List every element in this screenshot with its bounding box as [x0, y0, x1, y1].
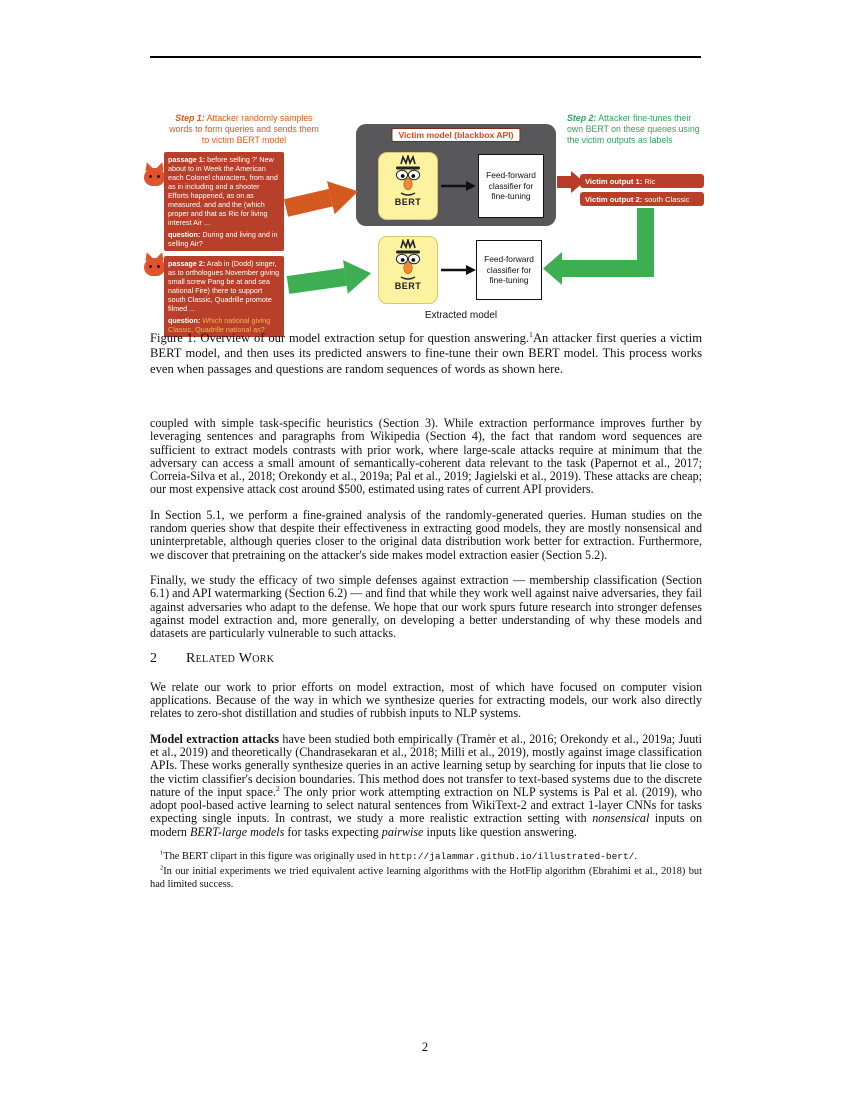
footnote-ref-2: 2 [276, 783, 280, 793]
victim-model-title: Victim model (blackbox API) [391, 128, 521, 142]
attacker-devil-icon [144, 168, 165, 186]
paragraph-3: Finally, we study the efficacy of two si… [150, 572, 702, 641]
page-number: 2 [421, 1040, 429, 1054]
victim-model-box: Victim model (blackbox API) BERT Feed-fo… [356, 124, 556, 226]
passage-1-label: passage 1: [168, 155, 206, 164]
attacker-devil-icon [144, 258, 165, 276]
bert-label: BERT [394, 197, 422, 207]
footnotes: 1The BERT clipart in this figure was ori… [150, 849, 702, 891]
victim-classifier-box: Feed-forward classifier for fine-tuning [478, 154, 544, 218]
question-2-label: question: [168, 316, 201, 325]
section-title: Related Work [186, 651, 275, 667]
passage-1-text: passage 1: before selling ?' New about t… [168, 155, 278, 227]
query-passage-1-box: passage 1: before selling ?' New about t… [164, 152, 284, 251]
step2-text: Attacker fine-tunes their own BERT on th… [567, 113, 700, 145]
extracted-bert-clipart: BERT [378, 236, 438, 304]
paragraph-5-lead: Model extraction attacks [150, 731, 280, 746]
step1-annotation: Step 1: Attacker randomly samples words … [168, 113, 320, 146]
passage-2-label: passage 2: [168, 259, 206, 268]
devil-eyes [149, 265, 152, 268]
bert-face-icon [395, 155, 421, 196]
extracted-flow-arrow [441, 265, 476, 275]
paragraph-2: In Section 5.1, we perform a fine-graine… [150, 507, 702, 562]
footnote-2-marker: 2 [160, 864, 164, 872]
bert-face-icon [395, 239, 421, 280]
caption-footnote-marker: 1 [529, 329, 533, 339]
query-arrow-orange [283, 181, 359, 217]
body-text: coupled with simple task-specific heuris… [150, 416, 702, 893]
finetune-arrow-green [543, 208, 654, 285]
query2-arrow-green [286, 260, 372, 294]
step2-annotation: Step 2: Attacker fine-tunes their own BE… [567, 113, 703, 146]
section-number: 2 [150, 651, 157, 667]
figure-caption: Figure 1: Overview of our model extracti… [150, 329, 702, 376]
footnote-2: 2In our initial experiments we tried equ… [150, 864, 702, 890]
question-1-label: question: [168, 230, 201, 239]
caption-text: Figure 1: Overview of our model extracti… [150, 331, 530, 345]
passage-2-text: passage 2: Arab in (Dodd) singer, as to … [168, 259, 280, 313]
footnote-1-marker: 1 [160, 849, 164, 857]
section-heading-related-work: 2 Related Work [150, 651, 702, 667]
extracted-classifier-box: Feed-forward classifier for fine-tuning [476, 240, 542, 300]
footnote-url-link[interactable]: http://jalammar.github.io/illustrated-be… [389, 851, 635, 863]
step1-text: Attacker randomly samples words to form … [169, 113, 319, 145]
figure-1-diagram: Step 1: Attacker randomly samples words … [0, 108, 850, 337]
question-2-text: question: Which national giving Classic,… [168, 316, 271, 334]
question-1-text: question: During and living and in selli… [168, 230, 278, 248]
paragraph-1: coupled with simple task-specific heuris… [150, 416, 702, 497]
header-rule [150, 56, 701, 58]
devil-eyes [149, 175, 152, 178]
victim-bert-clipart: BERT [378, 152, 438, 220]
footnote-1: 1The BERT clipart in this figure was ori… [160, 849, 637, 863]
step1-label: Step 1: [175, 113, 205, 123]
extracted-model-label: Extracted model [424, 310, 498, 321]
victim-output-2-box: Victim output 2: south Classic [580, 192, 704, 206]
victim-output-1-box: Victim output 1: Ric [580, 174, 704, 188]
query-passage-2-box: passage 2: Arab in (Dodd) singer, as to … [164, 256, 284, 337]
paragraph-5: Model extraction attacks have been studi… [150, 731, 702, 839]
bert-label: BERT [394, 281, 422, 291]
paragraph-4: We relate our work to prior efforts on m… [150, 679, 702, 721]
step2-label: Step 2: [567, 113, 597, 123]
